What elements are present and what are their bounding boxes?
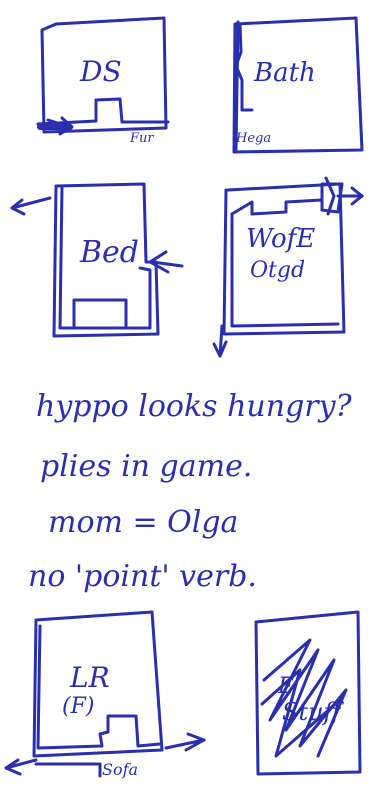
room-sketch-bath (232, 16, 364, 154)
label-wofe: WofE (246, 224, 316, 254)
room-sketch-ds (36, 16, 170, 136)
note-line-1: hyppo looks hungry? (36, 389, 352, 424)
note-line-2: plies in game. (40, 449, 253, 484)
label-lr-sub: Sofa (102, 760, 139, 779)
label-bath-sub: Hega (236, 131, 272, 146)
label-wofe-line2: Otgd (250, 258, 306, 283)
note-line-3: mom = Olga (48, 505, 239, 540)
label-lr-line2: (F) (62, 694, 95, 719)
label-bed: Bed (80, 235, 140, 270)
label-scribble-letter: E (278, 674, 295, 699)
room-sketch-bed (10, 182, 184, 338)
label-ds: DS (80, 55, 122, 88)
room-sketch-lr (4, 610, 206, 778)
room-sketch-scribble (254, 610, 362, 776)
label-bath: Bath (254, 58, 316, 88)
label-ds-sub: Fur (130, 131, 154, 146)
note-line-4: no 'point' verb. (28, 559, 257, 594)
label-lr: LR (70, 661, 110, 694)
label-scribble: Stuff (282, 698, 341, 726)
room-sketch-wofe (212, 176, 364, 358)
